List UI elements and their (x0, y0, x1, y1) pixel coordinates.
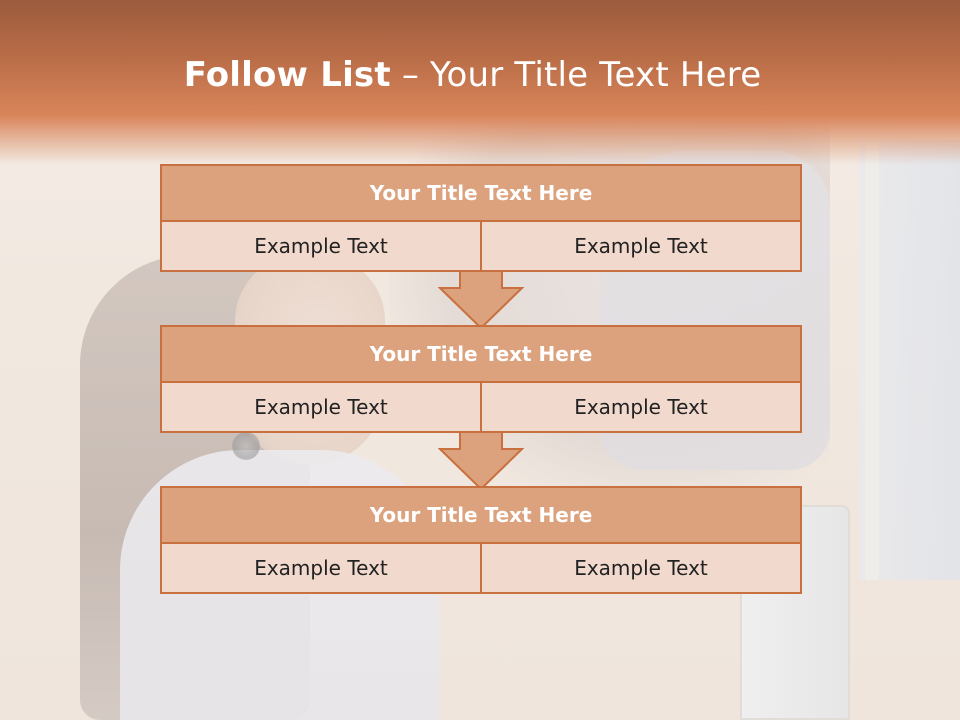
flow-block-title[interactable]: Your Title Text Here (160, 486, 802, 544)
flow-block-cell-left[interactable]: Example Text (160, 222, 482, 272)
flow-block-cell-left[interactable]: Example Text (160, 544, 482, 594)
slide-title-bold: Follow List (183, 55, 391, 95)
flow-block-1[interactable]: Your Title Text Here Example Text Exampl… (160, 164, 802, 272)
flow-block-cell-right[interactable]: Example Text (482, 222, 802, 272)
flow-block-row: Example Text Example Text (160, 222, 802, 272)
slide-title[interactable]: Follow List – Your Title Text Here (0, 55, 945, 95)
flow-block-3[interactable]: Your Title Text Here Example Text Exampl… (160, 486, 802, 594)
flow-block-title[interactable]: Your Title Text Here (160, 325, 802, 383)
down-arrow-icon (438, 270, 524, 330)
flow-block-row: Example Text Example Text (160, 383, 802, 433)
flow-block-cell-left[interactable]: Example Text (160, 383, 482, 433)
flow-block-row: Example Text Example Text (160, 544, 802, 594)
flow-block-cell-right[interactable]: Example Text (482, 544, 802, 594)
flow-block-cell-right[interactable]: Example Text (482, 383, 802, 433)
flow-block-title[interactable]: Your Title Text Here (160, 164, 802, 222)
slide-title-rest: – Your Title Text Here (390, 55, 762, 95)
flow-block-2[interactable]: Your Title Text Here Example Text Exampl… (160, 325, 802, 433)
background-window-frame (865, 140, 879, 580)
header-band (0, 0, 960, 165)
down-arrow-icon (438, 431, 524, 491)
background-earring (232, 432, 260, 460)
